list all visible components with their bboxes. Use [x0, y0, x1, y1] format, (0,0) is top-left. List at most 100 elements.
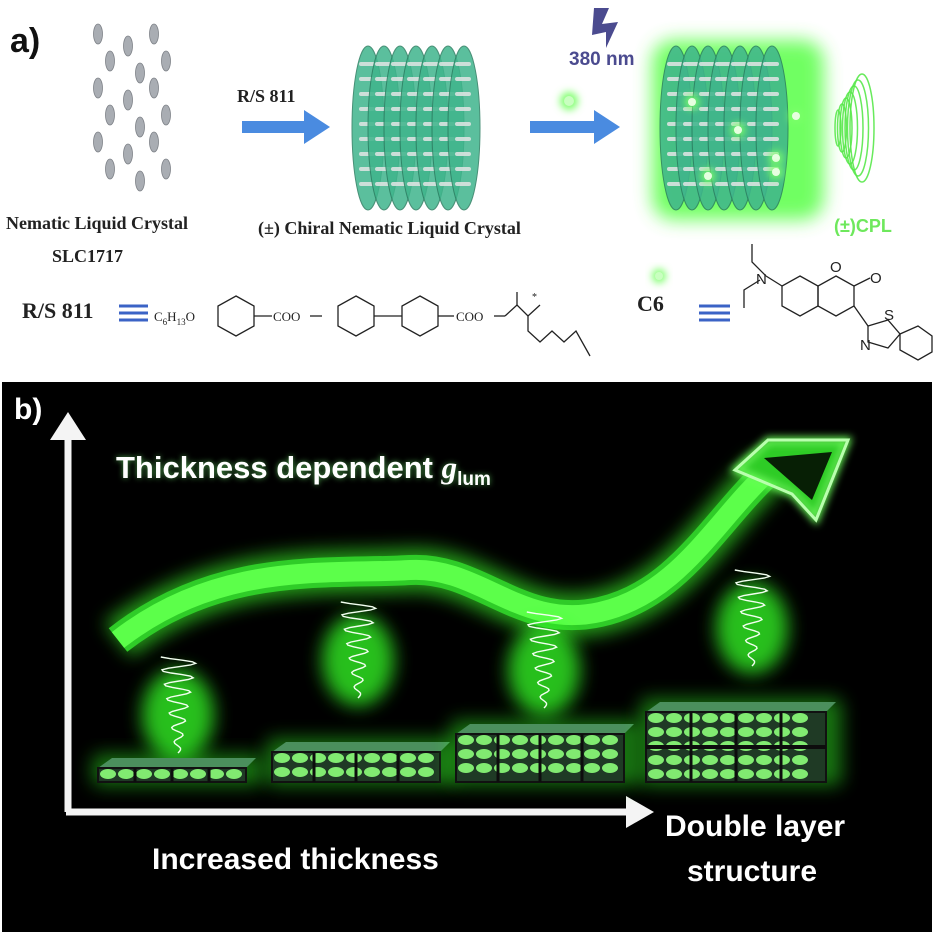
film-molecule [756, 727, 772, 737]
lc-molecule [135, 62, 145, 84]
film-molecule [328, 753, 344, 763]
lc-molecule [93, 23, 103, 45]
lc-molecule [683, 182, 699, 186]
film-molecule [226, 769, 242, 779]
film-molecule [418, 753, 434, 763]
lc-molecule [105, 50, 115, 72]
corner-label-line2: structure [687, 855, 818, 888]
film-molecule [458, 735, 474, 745]
film-molecule [566, 763, 582, 773]
lc-molecule [105, 104, 115, 126]
panel-b-label: b) [14, 393, 43, 426]
lc-molecule [423, 182, 439, 186]
atom-n2: N [860, 337, 871, 354]
film-molecule [648, 713, 664, 723]
lc-molecule [763, 77, 779, 81]
film-molecule [292, 753, 308, 763]
film-molecule [666, 755, 682, 765]
film-molecule [494, 763, 510, 773]
atom-o1: O [830, 259, 842, 276]
lc-molecule [375, 182, 391, 186]
x-axis-arrow [66, 796, 654, 828]
film-molecule [792, 727, 808, 737]
film-molecule [154, 769, 170, 779]
film-molecule [756, 755, 772, 765]
lc-molecule [135, 116, 145, 138]
film-molecule [702, 755, 718, 765]
cpl-wave-ring [834, 109, 842, 147]
atom-s: S [884, 307, 894, 324]
film-molecule [476, 749, 492, 759]
lc-molecule [161, 158, 171, 180]
film-molecule [346, 767, 362, 777]
film-molecule [494, 749, 510, 759]
lc-molecule [455, 122, 471, 126]
film-molecule [666, 713, 682, 723]
film-molecule [476, 735, 492, 745]
helix-glow [716, 582, 788, 674]
lc-molecule [123, 89, 133, 111]
film-molecule [548, 749, 564, 759]
c6-dye-core [772, 168, 780, 176]
film-molecule [602, 735, 618, 745]
film-molecule [310, 767, 326, 777]
film-molecule [172, 769, 188, 779]
panel-b-title: Thickness dependent glum [116, 450, 491, 491]
lc-molecule [93, 77, 103, 99]
film-molecule [328, 767, 344, 777]
lc-molecule [93, 131, 103, 153]
film-molecule [720, 713, 736, 723]
cpl-helix [526, 611, 564, 709]
film-molecule [756, 713, 772, 723]
film-molecule [602, 763, 618, 773]
rs811-structure [119, 292, 591, 357]
lc-molecule [161, 50, 171, 72]
thickness-film-series [92, 569, 842, 786]
film-molecule [400, 753, 416, 763]
lc-molecule [407, 62, 423, 66]
film-molecule [720, 727, 736, 737]
film-molecule [566, 749, 582, 759]
lc-molecule [455, 182, 471, 186]
film-molecule [738, 727, 754, 737]
ester-label-2: COO [456, 309, 483, 324]
film-molecule [702, 769, 718, 779]
lc-molecule [747, 182, 763, 186]
film-molecule [792, 713, 808, 723]
film-molecule [292, 767, 308, 777]
lc-molecule [455, 62, 471, 66]
film-molecule [648, 727, 664, 737]
film-molecule [476, 763, 492, 773]
atom-n1: N [756, 271, 767, 288]
cpl-helix [340, 601, 378, 699]
nematic-lc-name: SLC1717 [52, 246, 124, 266]
fluorescent-chiral-stack [652, 40, 824, 220]
film-molecule [274, 767, 290, 777]
film-molecule [364, 767, 380, 777]
title-main-text: Thickness dependent [116, 450, 442, 485]
film-molecule [382, 767, 398, 777]
lc-molecule [105, 158, 115, 180]
film-molecule [602, 749, 618, 759]
lc-molecule [455, 77, 471, 81]
lc-molecule [667, 182, 683, 186]
film-molecule [346, 753, 362, 763]
lc-molecule [763, 122, 779, 126]
helix-glow [142, 669, 214, 761]
film-molecule [274, 753, 290, 763]
film-molecule [584, 735, 600, 745]
lc-molecule [763, 182, 779, 186]
excitation-wavelength-label: 380 nm [569, 49, 635, 70]
lc-molecule [423, 62, 439, 66]
atom-o2: O [870, 270, 882, 287]
nematic-liquid-crystal-molecules [93, 23, 171, 192]
film-molecule [530, 763, 546, 773]
ester-label-1: COO [273, 309, 300, 324]
c6-definition-name: C6 [637, 291, 664, 316]
film-molecule [118, 769, 134, 779]
film-molecule [512, 735, 528, 745]
title-symbol: g [441, 450, 458, 485]
film-molecule [548, 735, 564, 745]
rs811-definition-name: R/S 811 [22, 298, 94, 323]
